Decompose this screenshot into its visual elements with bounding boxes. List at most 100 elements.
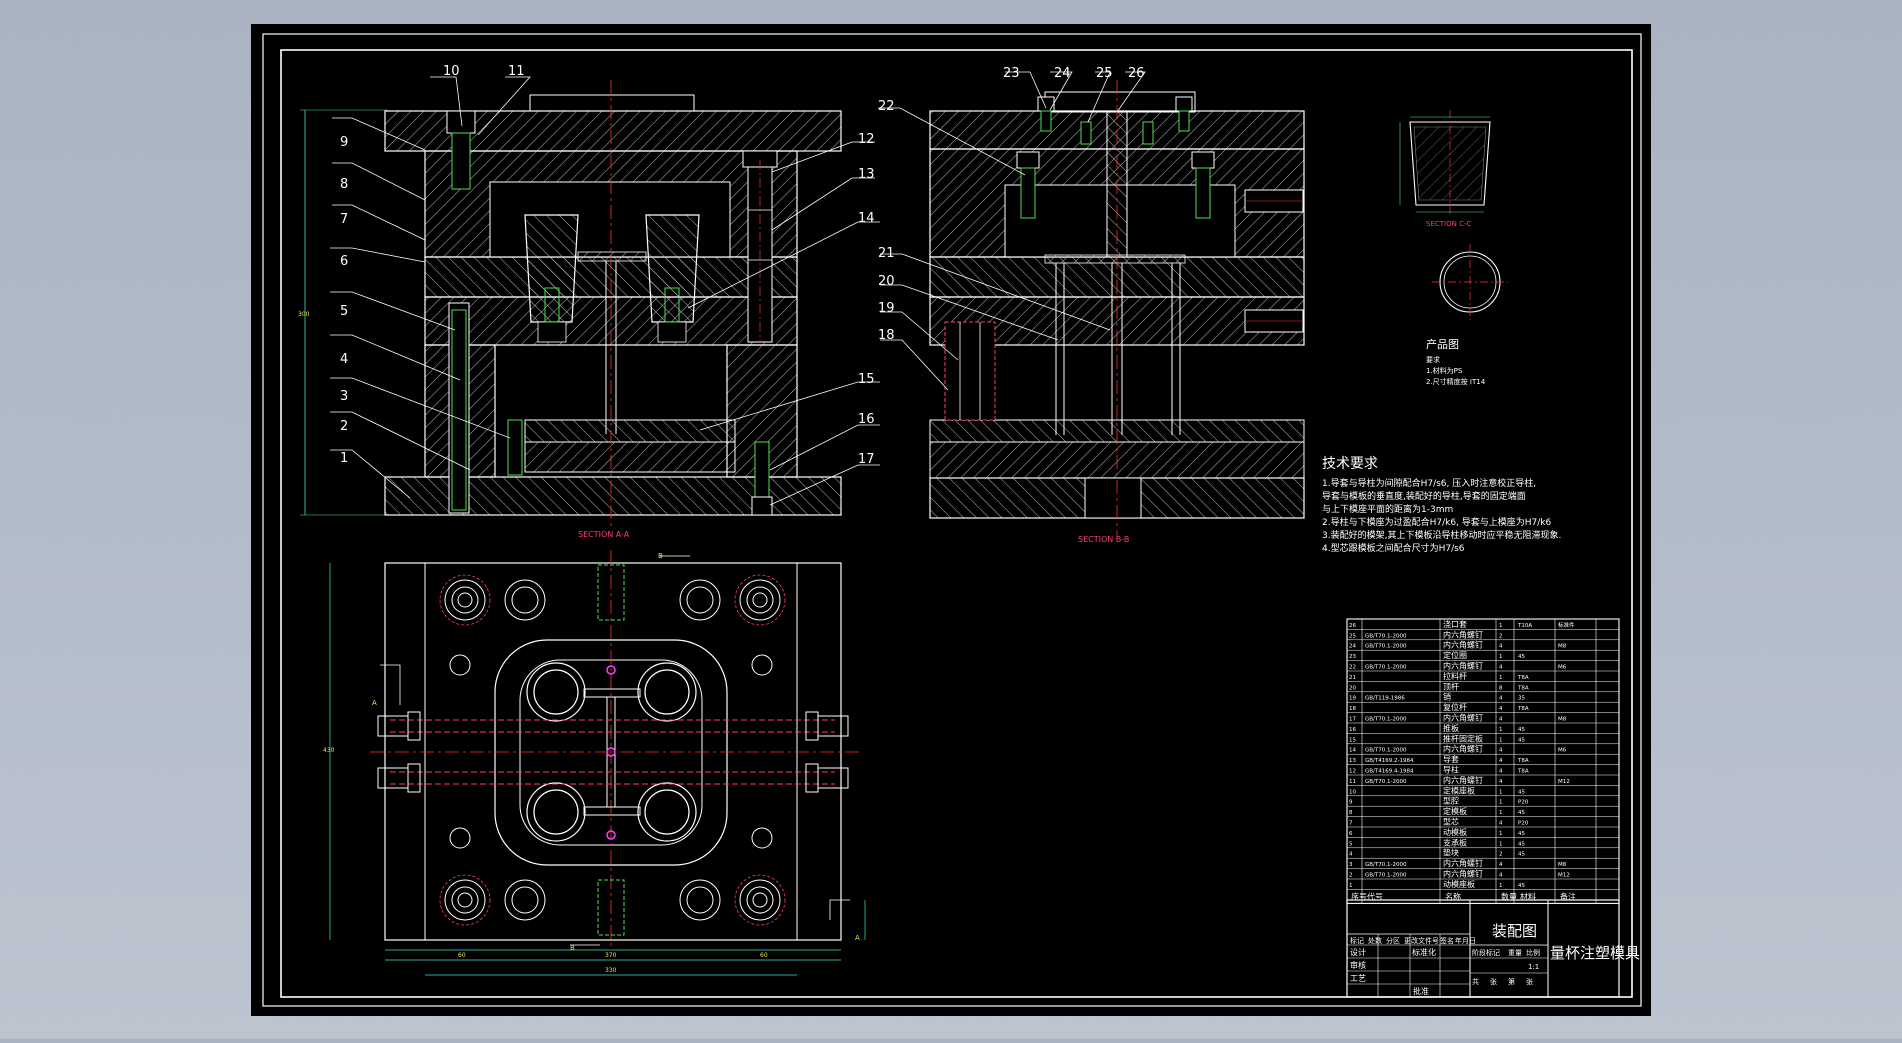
- callout-19: 19: [878, 301, 895, 316]
- bom-cell: 1: [1499, 623, 1503, 629]
- outer-border: [262, 33, 1642, 1007]
- bom-cell: 9: [1349, 800, 1353, 806]
- bom-cell: 20: [1349, 685, 1356, 691]
- bom-cell: 45: [1518, 727, 1525, 733]
- callout-3: 3: [340, 389, 348, 404]
- bom-header-cell: 名称: [1445, 891, 1461, 901]
- role-process: 工艺: [1350, 974, 1366, 983]
- bom-cell: T10A: [1517, 623, 1532, 629]
- bom-cell: 4: [1499, 717, 1503, 723]
- bom-cell: M8: [1558, 644, 1567, 650]
- bom-cell: 6: [1349, 831, 1353, 837]
- bom-cell: 支承板: [1443, 837, 1467, 847]
- bom-cell: 复位杆: [1443, 702, 1467, 712]
- bom-cell: 18: [1349, 706, 1356, 712]
- sheet-total-unit: 张: [1490, 977, 1497, 986]
- section-a-a-view[interactable]: 300: [298, 64, 880, 539]
- sheet-no-unit: 张: [1526, 977, 1533, 986]
- callout-18: 18: [878, 328, 895, 343]
- bom-cell: 1: [1499, 883, 1503, 889]
- callout-8: 8: [340, 177, 348, 192]
- bom-cell: T8A: [1517, 706, 1529, 712]
- role-design: 设计: [1350, 947, 1366, 957]
- bom-cell: 内六角螺钉: [1443, 640, 1483, 650]
- tech-line-3: 与上下模座平面的距离为1-3mm: [1322, 503, 1453, 515]
- bom-cell: GB/T70.1-2000: [1365, 748, 1407, 754]
- bom-cell: 21: [1349, 675, 1356, 681]
- plan-view[interactable]: 430 370 330 60 60: [323, 550, 866, 976]
- bom-header-cell: 代号: [1367, 891, 1383, 901]
- tech-line-6: 4.型芯跟模板之间配合尺寸为H7/s6: [1322, 542, 1465, 554]
- bom-cell: 4: [1349, 852, 1353, 858]
- bom-cell: 45: [1518, 810, 1525, 816]
- callout-24: 24: [1054, 66, 1071, 81]
- bom-cell: 1: [1499, 810, 1503, 816]
- bom-cell: M12: [1558, 873, 1570, 879]
- bom-cell: 4: [1499, 665, 1503, 671]
- bom-cell: 定模板: [1443, 806, 1467, 816]
- svg-text:330: 330: [605, 967, 617, 974]
- tech-line-4: 2.导柱与下模座为过盈配合H7/k6, 导套与上模座为H7/k6: [1322, 516, 1552, 528]
- svg-text:300: 300: [298, 311, 310, 318]
- bom-cell: 17: [1349, 717, 1356, 723]
- meta-sign: 签名: [1440, 936, 1454, 945]
- bom-cell: 拉料杆: [1443, 671, 1467, 681]
- bom-cell: 垫块: [1443, 848, 1459, 858]
- bom-cell: P20: [1518, 821, 1529, 827]
- bom-cell: 型腔: [1443, 796, 1459, 806]
- callout-7: 7: [340, 212, 348, 227]
- bom-cell: 8: [1499, 685, 1503, 691]
- title-block[interactable]: 装配图 量杯注塑模具 标记 处数 分区 更改文件号 签名 年月日 设计 审核 工…: [1346, 899, 1640, 998]
- callout-15: 15: [858, 372, 875, 387]
- bom-cell: 4: [1499, 696, 1503, 702]
- bom-cell: 销: [1443, 692, 1451, 702]
- bom-cell: 1: [1499, 675, 1503, 681]
- bom-cell: 4: [1499, 821, 1503, 827]
- svg-text:370: 370: [605, 952, 617, 959]
- callout-21: 21: [878, 246, 895, 261]
- role-standard: 标准化: [1412, 947, 1436, 957]
- callout-14: 14: [858, 211, 875, 226]
- bom-cell: 23: [1349, 654, 1356, 660]
- bom-cell: 推板: [1443, 723, 1459, 733]
- bom-cell: 1: [1499, 737, 1503, 743]
- product-drawing[interactable]: SECTION C-C 产品图 要求 1.材料为PS 2.尺寸精度按 IT14: [1399, 110, 1508, 386]
- bom-cell: 内六角螺钉: [1443, 661, 1483, 671]
- callout-20: 20: [878, 274, 895, 289]
- bom-cell: 4: [1499, 706, 1503, 712]
- callout-10: 10: [443, 64, 460, 79]
- bom-frame: [1346, 618, 1620, 904]
- svg-text:60: 60: [458, 952, 466, 959]
- meta-date: 年月日: [1455, 936, 1476, 945]
- bom-cell: 推杆固定板: [1443, 733, 1483, 743]
- tech-line-5: 3.装配好的模架,其上下模板沿导柱移动时应平稳无阻滞现象.: [1322, 529, 1561, 541]
- bom-cell: 45: [1518, 789, 1525, 795]
- view-letter-a-top: A: [372, 699, 377, 707]
- svg-text:60: 60: [760, 952, 768, 959]
- bom-cell: 4: [1499, 873, 1503, 879]
- callout-5: 5: [340, 304, 348, 319]
- bom-cell: T8A: [1517, 758, 1529, 764]
- callout-22: 22: [878, 99, 895, 114]
- bom-cell: GB/T70.1-2000: [1365, 873, 1407, 879]
- bom-cell: 45: [1518, 841, 1525, 847]
- bom-cell: 4: [1499, 779, 1503, 785]
- tech-line-1: 1.导套与导柱为间隙配合H7/s6, 压入时注意校正导柱,: [1322, 477, 1536, 489]
- bom-cell: 浇口套: [1443, 619, 1467, 629]
- bom-cell: 4: [1499, 769, 1503, 775]
- section-c-c-label: SECTION C-C: [1426, 220, 1471, 228]
- tech-line-2: 导套与模板的垂直度,装配好的导柱,导套的固定端面: [1322, 490, 1526, 502]
- bom-cell: GB/T70.1-2000: [1365, 862, 1407, 868]
- bom-cell: 11: [1349, 779, 1356, 785]
- title-block-drawing-name: 装配图: [1492, 922, 1537, 940]
- bom-cell: GB/T70.1-2000: [1365, 665, 1407, 671]
- section-b-b-view[interactable]: 23 24 25 26 22 21 20 19 18 SECTION B-B: [878, 66, 1305, 544]
- bom-cell: 型芯: [1443, 817, 1459, 827]
- section-b-b-label: SECTION B-B: [1078, 535, 1129, 544]
- bom-cell: 4: [1499, 758, 1503, 764]
- bom-cell: GB/T119-1986: [1365, 696, 1405, 702]
- bom-cell: 定位圈: [1443, 650, 1467, 660]
